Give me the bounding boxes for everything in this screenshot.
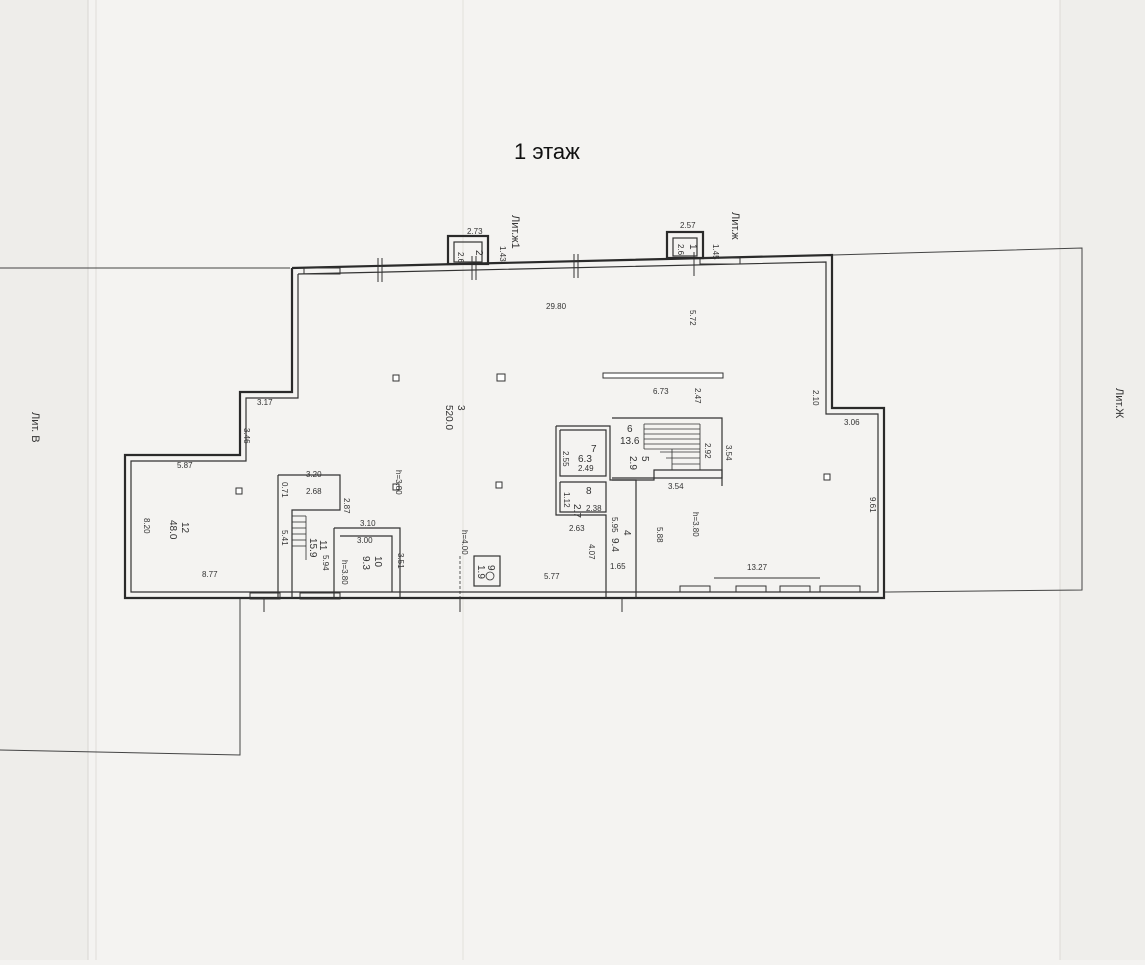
dim-8-77: 8.77 [202,570,218,579]
dim-3-10: 3.10 [360,519,376,528]
dim-2-92: 2.92 [703,443,712,459]
annex2-height: 2.6 [676,244,685,256]
room-9-shape [459,555,501,598]
dim-2-10: 2.10 [811,390,820,406]
dim-9-61: 9.61 [868,497,877,513]
dim-5-87: 5.87 [177,461,193,470]
height-right: h=3.80 [691,512,700,537]
room-8-label: 8 2.7 [571,486,592,518]
dim-0-71: 0.71 [280,482,289,498]
svg-text:1.9: 1.9 [475,565,486,579]
annex-lit-zh1 [446,234,490,266]
annex2-room: 1 [687,244,698,250]
dim-2-87: 2.87 [342,498,351,514]
svg-text:13.6: 13.6 [620,436,640,447]
dim-1-65: 1.65 [610,562,626,571]
svg-text:3: 3 [455,405,466,411]
dim-top-right: 5.72 [688,310,697,326]
dim-3-54-vertical: 3.54 [724,445,733,461]
height-corridor: h=4.00 [460,530,469,555]
dim-2-49: 2.49 [578,464,594,473]
neighbor-lit-v-bottom [0,598,241,756]
annex-label-zh1: Лит.ж1 [509,215,521,249]
plan-title: 1 этаж [514,139,580,164]
room-3-label: 3 520.0 [443,405,466,430]
dim-5-94: 5.94 [321,555,330,571]
dim-3-46: 3.46 [242,428,251,444]
dim-3-54-horizontal: 3.54 [668,482,684,491]
room-4-label: 4 9.4 [609,530,632,552]
svg-text:7: 7 [591,444,597,455]
bottom-windows [249,577,861,612]
neighbor-label-left: Лит. В [29,412,41,443]
dim-13-27: 13.27 [747,563,768,572]
svg-text:5: 5 [639,456,650,462]
neighbor-lit-zh-outline [832,247,1083,593]
room-9-label: 9 1.9 [475,565,496,579]
height-room10: h=3.80 [340,560,349,585]
dim-5-95: 5.95 [610,517,619,533]
dim-4-07: 4.07 [587,544,596,560]
svg-text:9.4: 9.4 [609,538,620,552]
dim-2-47: 2.47 [693,388,702,404]
svg-text:2.7: 2.7 [571,504,582,518]
dim-2-55: 2.55 [561,451,570,467]
svg-text:12: 12 [179,522,190,534]
annex1-width: 2.73 [467,227,483,236]
dim-2-68: 2.68 [306,487,322,496]
room-7-label: 7 6.3 [578,444,597,465]
annex1-side: 1.43 [498,246,507,262]
annex1-height: 2.6 [456,252,465,264]
svg-text:2.9: 2.9 [627,456,638,470]
dim-1-12: 1.12 [562,492,571,508]
svg-text:48.0: 48.0 [167,520,178,540]
svg-text:8: 8 [586,486,592,497]
annex2-width: 2.57 [680,221,696,230]
dim-3-17: 3.17 [257,398,273,407]
center-interior-walls [555,417,723,598]
svg-text:15.9: 15.9 [307,538,318,558]
dim-3-20: 3.20 [306,470,322,479]
room-12-label: 12 48.0 [167,520,190,540]
columns [235,372,831,495]
svg-text:4: 4 [621,530,632,536]
dim-8-20: 8.20 [142,518,151,534]
room-6-label: 6 13.6 [620,424,640,447]
dim-6-73: 6.73 [653,387,669,396]
building-inner-outline [130,261,879,593]
neighbor-label-right: Лит.Ж [1113,388,1125,418]
dim-3-00: 3.00 [357,536,373,545]
height-main: h=3.80 [394,470,403,495]
room-5-label: 5 2.9 [627,456,650,470]
svg-text:9: 9 [485,565,496,571]
annex2-side: 1.45 [711,244,720,260]
svg-text:6: 6 [627,424,633,435]
dim-2-38: 2.38 [586,504,602,513]
dim-3-51: 3.51 [396,553,405,569]
building-outline [123,253,886,600]
dim-5-77: 5.77 [544,572,560,581]
svg-text:6.3: 6.3 [578,454,592,465]
svg-text:11: 11 [317,540,328,551]
svg-text:10: 10 [372,556,383,568]
annex-lit-zh [665,230,705,260]
dim-top-length: 29.80 [546,302,567,311]
room-10-label: 10 9.3 [360,556,383,570]
dim-5-41: 5.41 [280,530,289,546]
dim-3-06: 3.06 [844,418,860,427]
room-11-label: 11 15.9 [307,538,328,558]
annex1-room: 2 [473,250,484,256]
annex-label-zh: Лит.ж [729,212,741,240]
left-interior-walls [277,474,401,598]
dim-2-63: 2.63 [569,524,585,533]
svg-text:9.3: 9.3 [360,556,371,570]
svg-text:520.0: 520.0 [443,405,454,430]
dim-5-88: 5.88 [655,527,664,543]
